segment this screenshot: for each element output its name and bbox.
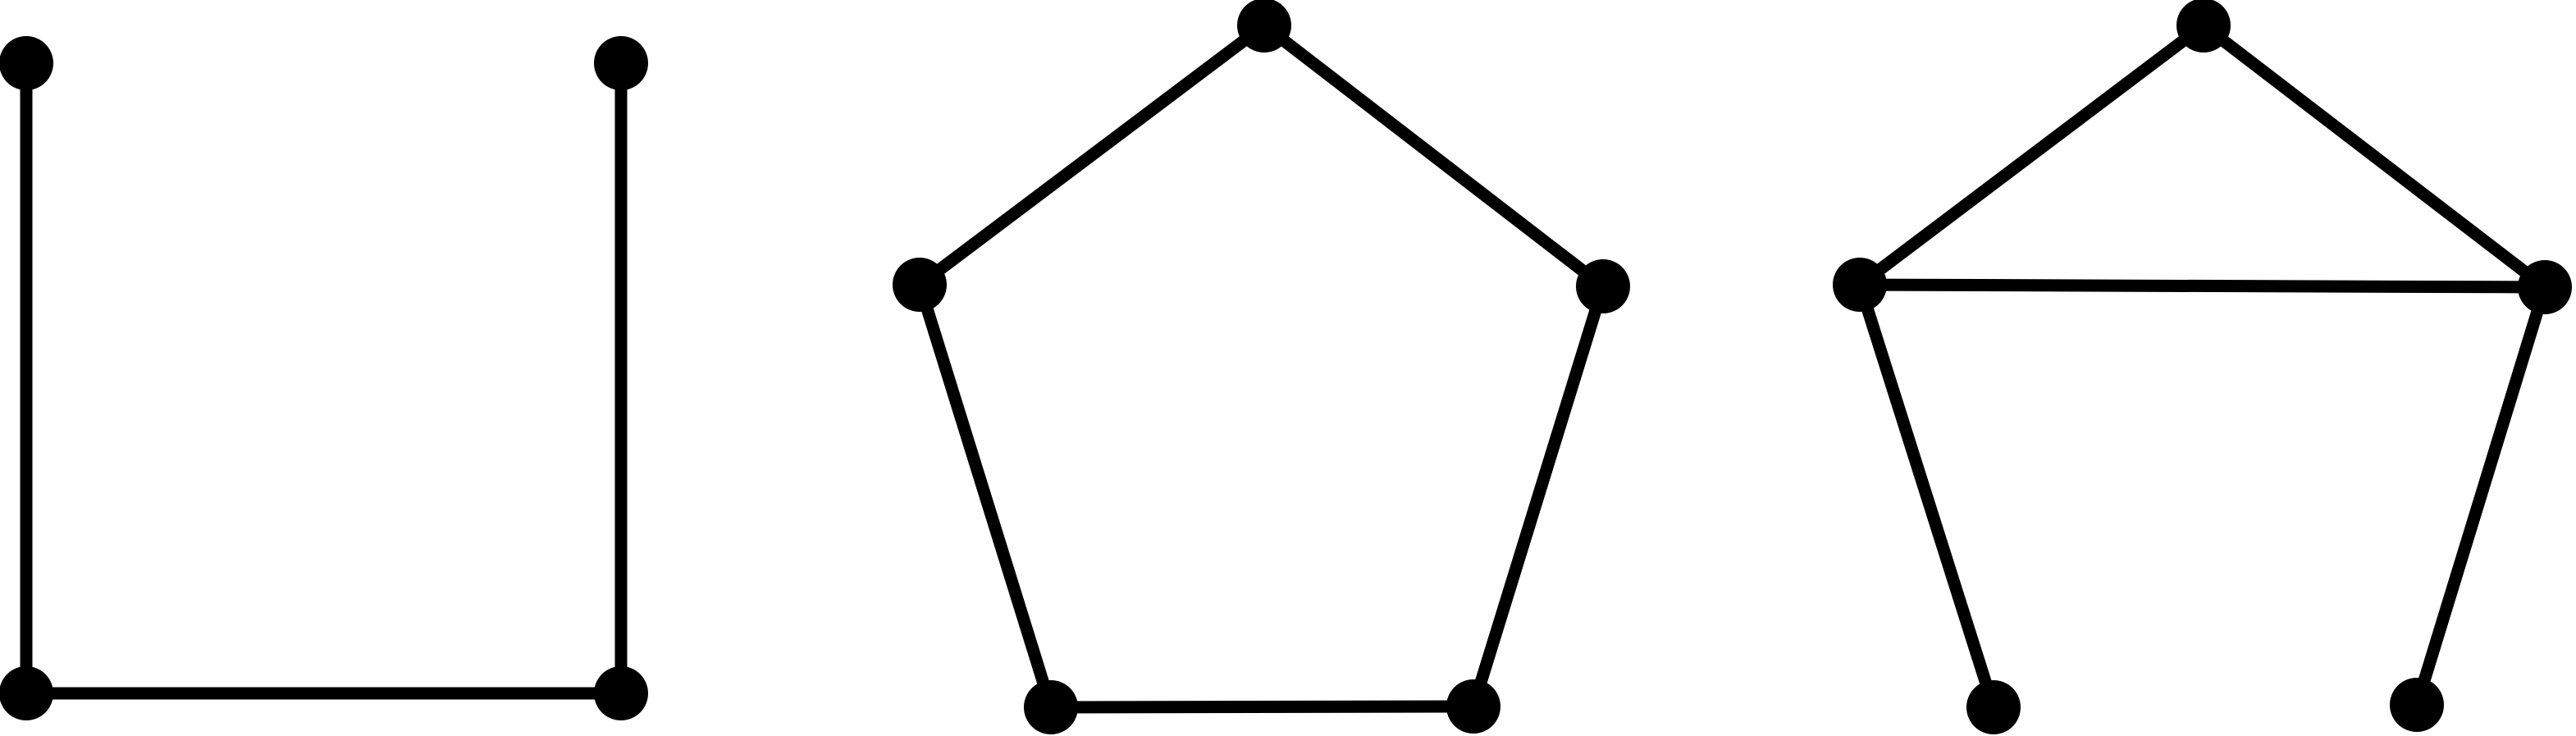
graph-node [1576,259,1630,313]
graph-node [1446,679,1500,734]
graph-edge [1467,284,1610,709]
graph-node [0,36,53,90]
graph-edge [1260,21,1607,291]
graph-node [594,666,648,720]
bull-graph [1833,0,2572,734]
cycle-graph [893,0,1630,734]
graph-node [2176,0,2231,53]
graph-node [893,258,947,312]
graph-node [1237,0,1291,53]
graph-edge [1050,700,1474,714]
graph-node [594,36,648,90]
graph-edge [1859,278,2546,294]
path-graph [0,36,648,720]
graph-edge [1856,21,2208,290]
graph-edge [916,21,1268,290]
graph-edge [2410,285,2551,707]
graph-node [1966,680,2021,734]
graph-node [2390,678,2444,732]
graph-edge [2199,21,2549,292]
graph-node [1833,258,1887,312]
graph-node [1024,680,1078,734]
graph-node [0,666,53,720]
graph-edge [1853,282,2000,710]
graph-edge [913,282,1057,710]
graph-node [2518,260,2572,314]
